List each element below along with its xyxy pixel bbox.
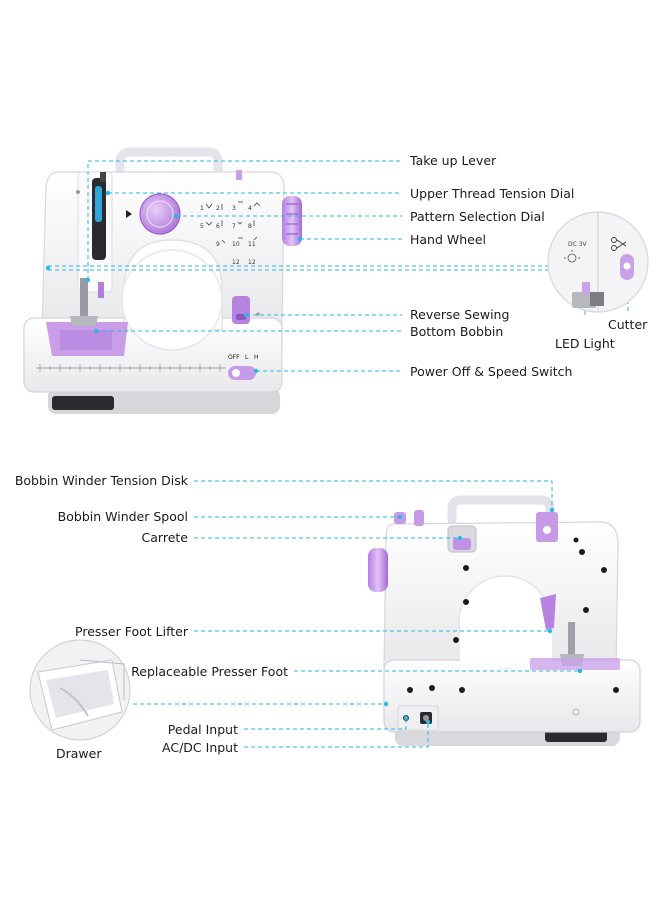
label-reverse-sewing: Reverse Sewing: [410, 307, 510, 322]
svg-text:3: 3: [232, 205, 236, 212]
svg-text:12: 12: [232, 259, 240, 266]
pattern-dial: [139, 193, 181, 235]
label-pedal-input: Pedal Input: [167, 722, 238, 737]
label-power-off-speed-switch: Power Off & Speed Switch: [410, 364, 573, 379]
svg-text:5: 5: [200, 223, 204, 230]
label-carrete: Carrete: [141, 530, 188, 545]
svg-text:2: 2: [216, 205, 220, 212]
label-hand-wheel: Hand Wheel: [410, 232, 487, 247]
svg-text:4: 4: [248, 205, 252, 212]
top-callout-lines: [48, 160, 629, 372]
scissors-icon: [611, 237, 627, 251]
switch-mark-high: H: [254, 354, 259, 361]
svg-text:10: 10: [232, 241, 240, 248]
svg-text:1: 1: [200, 205, 204, 212]
bottom-sewing-machine: [368, 495, 641, 746]
label-bobbin-winder-spool: Bobbin Winder Spool: [57, 509, 188, 524]
cutter-led-inset: DC 3V: [547, 211, 649, 313]
svg-text:9: 9: [216, 241, 220, 248]
svg-text:12: 12: [248, 259, 256, 266]
inset-voltage-mark: DC 3V: [568, 241, 588, 248]
drawer-inset: [29, 639, 131, 741]
label-take-up-lever: Take up Lever: [410, 153, 497, 168]
bottom-callout-lines: [133, 480, 580, 748]
svg-text:7: 7: [232, 223, 236, 230]
label-replaceable-presser-foot: Replaceable Presser Foot: [131, 664, 288, 679]
svg-text:11: 11: [248, 241, 256, 248]
switch-mark-off: OFF: [228, 354, 240, 361]
label-cutter: Cutter: [608, 317, 648, 332]
label-bottom-bobbin: Bottom Bobbin: [410, 324, 504, 339]
svg-text:8: 8: [248, 223, 252, 230]
switch-mark-low: L: [245, 354, 249, 361]
label-ac-dc-input: AC/DC Input: [162, 740, 238, 755]
label-bobbin-winder-tension-disk: Bobbin Winder Tension Disk: [14, 473, 188, 488]
label-led-light: LED Light: [555, 336, 615, 351]
label-upper-thread-tension-dial: Upper Thread Tension Dial: [410, 186, 575, 201]
label-drawer: Drawer: [56, 746, 102, 761]
label-pattern-selection-dial: Pattern Selection Dial: [410, 209, 545, 224]
label-presser-foot-lifter: Presser Foot Lifter: [75, 624, 188, 639]
svg-text:6: 6: [216, 223, 220, 230]
